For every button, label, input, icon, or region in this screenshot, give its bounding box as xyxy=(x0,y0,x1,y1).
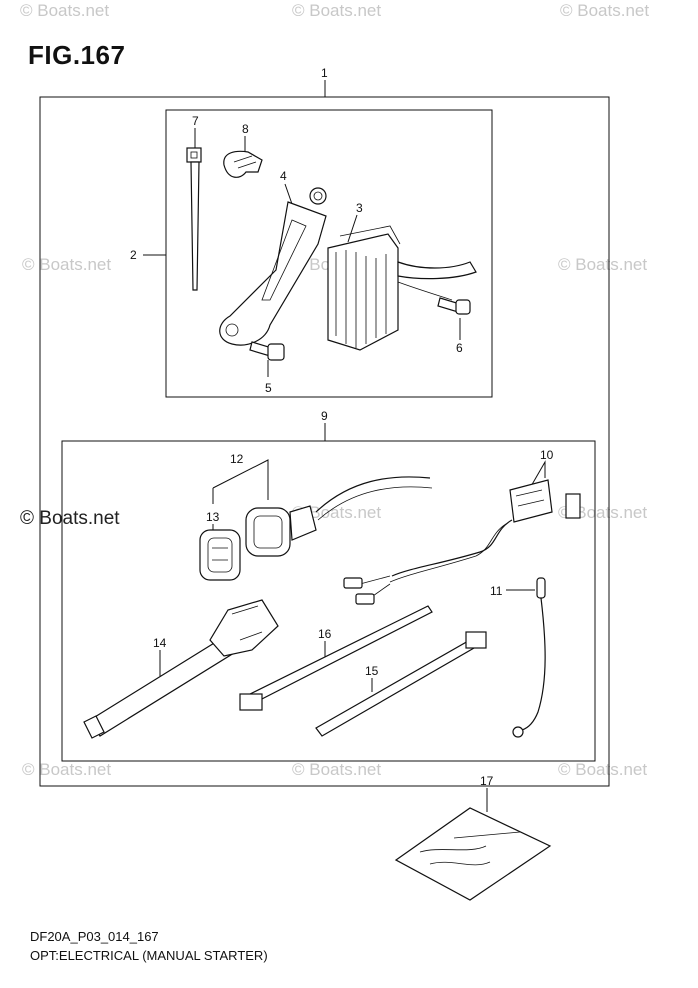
watermark: © Boats.net xyxy=(558,255,647,274)
bracket-icon xyxy=(219,187,327,346)
watermark: © Boats.net xyxy=(292,760,381,779)
callout-11: 11 xyxy=(490,584,503,598)
ground-wire-icon xyxy=(512,577,546,738)
watermark: © Boats.net xyxy=(22,255,111,274)
callouts: 1 2 3 4 5 6 7 8 9 10 11 12 13 14 15 16 1… xyxy=(130,66,554,788)
bolt-icon xyxy=(437,297,471,315)
wire-harness-icon xyxy=(343,479,581,605)
watermark: © Boats.net xyxy=(558,760,647,779)
callout-16: 16 xyxy=(318,627,332,641)
bolt-icon xyxy=(249,341,285,361)
cable-tie-icon xyxy=(315,631,487,737)
figure-code: DF20A_P03_014_167 xyxy=(30,929,159,944)
watermark: © Boats.net xyxy=(292,1,381,20)
watermark: © Boats.net xyxy=(560,1,649,20)
connector-icon xyxy=(199,476,433,581)
watermark: © Boats.net xyxy=(22,760,111,779)
callout-9: 9 xyxy=(321,409,328,423)
figure-caption: OPT:ELECTRICAL (MANUAL STARTER) xyxy=(30,948,268,963)
watermark: © Boats.net xyxy=(292,503,381,522)
lower-frame xyxy=(61,440,596,762)
callout-12: 12 xyxy=(230,452,244,466)
callout-14: 14 xyxy=(153,636,167,650)
upper-frame xyxy=(165,109,493,398)
callout-13: 13 xyxy=(206,510,220,524)
callout-1: 1 xyxy=(321,66,328,80)
cable-tie-icon xyxy=(239,605,433,711)
figure-title: FIG.167 xyxy=(28,40,126,70)
callout-10: 10 xyxy=(540,448,554,462)
rectifier-icon xyxy=(327,225,477,351)
callout-5: 5 xyxy=(265,381,272,395)
callout-6: 6 xyxy=(456,341,463,355)
clamp-icon xyxy=(223,150,263,178)
callout-2: 2 xyxy=(130,248,137,262)
callout-15: 15 xyxy=(365,664,379,678)
watermark-dark: © Boats.net xyxy=(20,508,120,529)
leader-lines xyxy=(143,80,546,812)
callout-7: 7 xyxy=(192,114,199,128)
callout-17: 17 xyxy=(480,774,494,788)
callout-4: 4 xyxy=(280,169,287,183)
callout-3: 3 xyxy=(356,201,363,215)
callout-8: 8 xyxy=(242,122,249,136)
watermark: © Boats.net xyxy=(20,1,109,20)
plug-wire-icon xyxy=(83,599,279,739)
cable-tie-icon xyxy=(186,147,202,291)
parts-bag-icon xyxy=(394,807,552,901)
